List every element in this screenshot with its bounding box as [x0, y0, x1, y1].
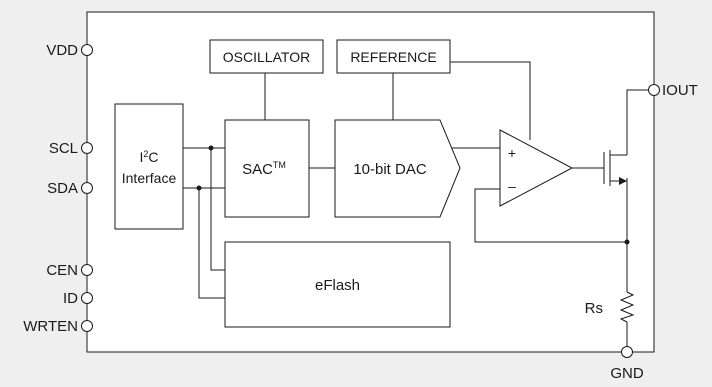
- pin-circle: [648, 84, 660, 96]
- pin-iout-label: IOUT: [662, 82, 698, 99]
- pin-circle: [81, 292, 93, 304]
- wires: [183, 61, 654, 352]
- eflash-block: [224, 241, 451, 328]
- pin-scl-label: SCL: [49, 140, 78, 157]
- junction-dot: [208, 145, 214, 151]
- pin-vdd: VDD: [46, 42, 93, 59]
- opamp-symbol: [499, 129, 574, 207]
- pin-id-label: ID: [63, 290, 78, 307]
- oscillator-block: [209, 39, 324, 74]
- sac-block: [224, 119, 310, 218]
- i2c-interface-label: I2C: [139, 149, 158, 165]
- opamp-plus-label: +: [508, 145, 516, 161]
- junction-dot: [196, 185, 202, 191]
- pin-vdd-label: VDD: [46, 42, 78, 59]
- pin-sda-label: SDA: [47, 180, 78, 197]
- rs-label: Rs: [585, 300, 603, 317]
- pin-cen-label: CEN: [46, 262, 78, 279]
- i2c-interface-label-2: Interface: [122, 170, 177, 186]
- pin-gnd-label: GND: [610, 365, 644, 382]
- pin-cen: CEN: [46, 262, 93, 279]
- pin-circle: [81, 44, 93, 56]
- junction-dot: [624, 239, 630, 245]
- reference-block: [336, 39, 451, 74]
- mosfet-symbol: [603, 150, 627, 186]
- pin-gnd: GND: [610, 346, 644, 382]
- pin-id: ID: [63, 290, 93, 307]
- pin-scl: SCL: [49, 140, 93, 157]
- opamp-minus-label: –: [508, 178, 516, 194]
- sac-label: SACTM: [242, 160, 286, 178]
- pin-circle: [621, 346, 633, 358]
- pin-wrten-label: WRTEN: [23, 318, 78, 335]
- rs-resistor-symbol: [619, 291, 635, 323]
- dac-block: [334, 119, 461, 218]
- pin-circle: [81, 320, 93, 332]
- pin-circle: [81, 264, 93, 276]
- reference-label: REFERENCE: [350, 49, 436, 65]
- oscillator-label: OSCILLATOR: [223, 49, 310, 65]
- pin-wrten: WRTEN: [23, 318, 93, 335]
- pin-circle: [81, 142, 93, 154]
- eflash-label: eFlash: [315, 277, 360, 294]
- pin-iout: IOUT: [648, 82, 698, 99]
- pin-sda: SDA: [47, 180, 93, 197]
- dac-label: 10-bit DAC: [353, 161, 427, 178]
- i2c-interface-block: [114, 103, 184, 230]
- pin-circle: [81, 182, 93, 194]
